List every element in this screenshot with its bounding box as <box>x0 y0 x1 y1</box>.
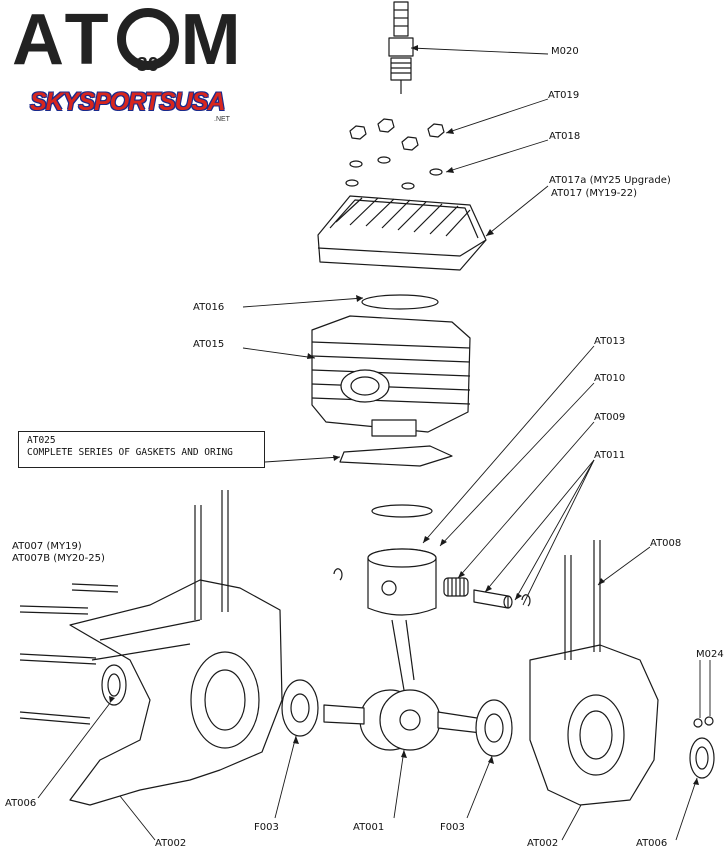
label-at019: AT019 <box>548 90 580 101</box>
label-at018: AT018 <box>549 131 581 142</box>
label-at006-left: AT006 <box>5 798 37 809</box>
label-at015: AT015 <box>193 339 225 350</box>
label-at008: AT008 <box>650 538 682 549</box>
label-at017a: AT017a (MY25 Upgrade) <box>549 175 671 186</box>
leader-arrowheads <box>109 45 699 785</box>
label-m024: M024 <box>696 649 724 660</box>
label-at016: AT016 <box>193 302 225 313</box>
label-at017: AT017 (MY19-22) <box>551 188 638 199</box>
label-at001: AT001 <box>353 822 385 833</box>
cylinder <box>311 315 471 437</box>
gasket-kit-box: AT025 COMPLETE SERIES OF GASKETS AND ORI… <box>18 431 265 468</box>
head-oring <box>361 294 439 310</box>
circlip-left <box>333 568 343 581</box>
crankcase-left <box>69 490 283 806</box>
spark-plug <box>388 1 414 94</box>
label-at007b: AT007B (MY20-25) <box>12 553 105 564</box>
piston-pin <box>473 589 513 609</box>
gasket-kit-description: COMPLETE SERIES OF GASKETS AND ORING <box>27 447 233 458</box>
label-at013: AT013 <box>594 336 626 347</box>
needle-bearing <box>443 577 469 597</box>
label-f003-left: F003 <box>254 822 279 833</box>
base-gasket <box>339 445 453 467</box>
label-f003-right: F003 <box>440 822 465 833</box>
label-at002-left: AT002 <box>155 838 187 849</box>
label-at006-right: AT006 <box>636 838 668 849</box>
label-at007: AT007 (MY19) <box>12 541 82 552</box>
head-washers <box>345 156 443 190</box>
oil-seal-right <box>689 737 715 779</box>
atom-80-badge: 80 <box>116 8 179 76</box>
cylinder-head <box>317 195 487 271</box>
circlip-right <box>521 594 531 607</box>
m024-screws <box>693 716 714 728</box>
label-at011: AT011 <box>594 450 626 461</box>
crankcase-bolts <box>19 583 119 725</box>
label-m020: M020 <box>551 46 579 57</box>
head-nuts <box>349 118 445 151</box>
gasket-kit-code: AT025 <box>27 435 56 446</box>
skysportsusa-logo: SKYSPORTSUSA <box>30 88 226 116</box>
leader-lines <box>37 47 711 841</box>
crankcase-right <box>529 540 659 806</box>
oil-seal-left <box>101 664 127 706</box>
label-at009: AT009 <box>594 412 626 423</box>
main-bearing-left <box>281 679 319 737</box>
piston-ring <box>371 504 433 518</box>
crankshaft <box>323 619 491 751</box>
main-bearing-right <box>475 699 513 757</box>
label-at010: AT010 <box>594 373 626 384</box>
piston <box>367 548 437 616</box>
label-at002-right: AT002 <box>527 838 559 849</box>
skysportsusa-net: .NET <box>214 116 230 123</box>
